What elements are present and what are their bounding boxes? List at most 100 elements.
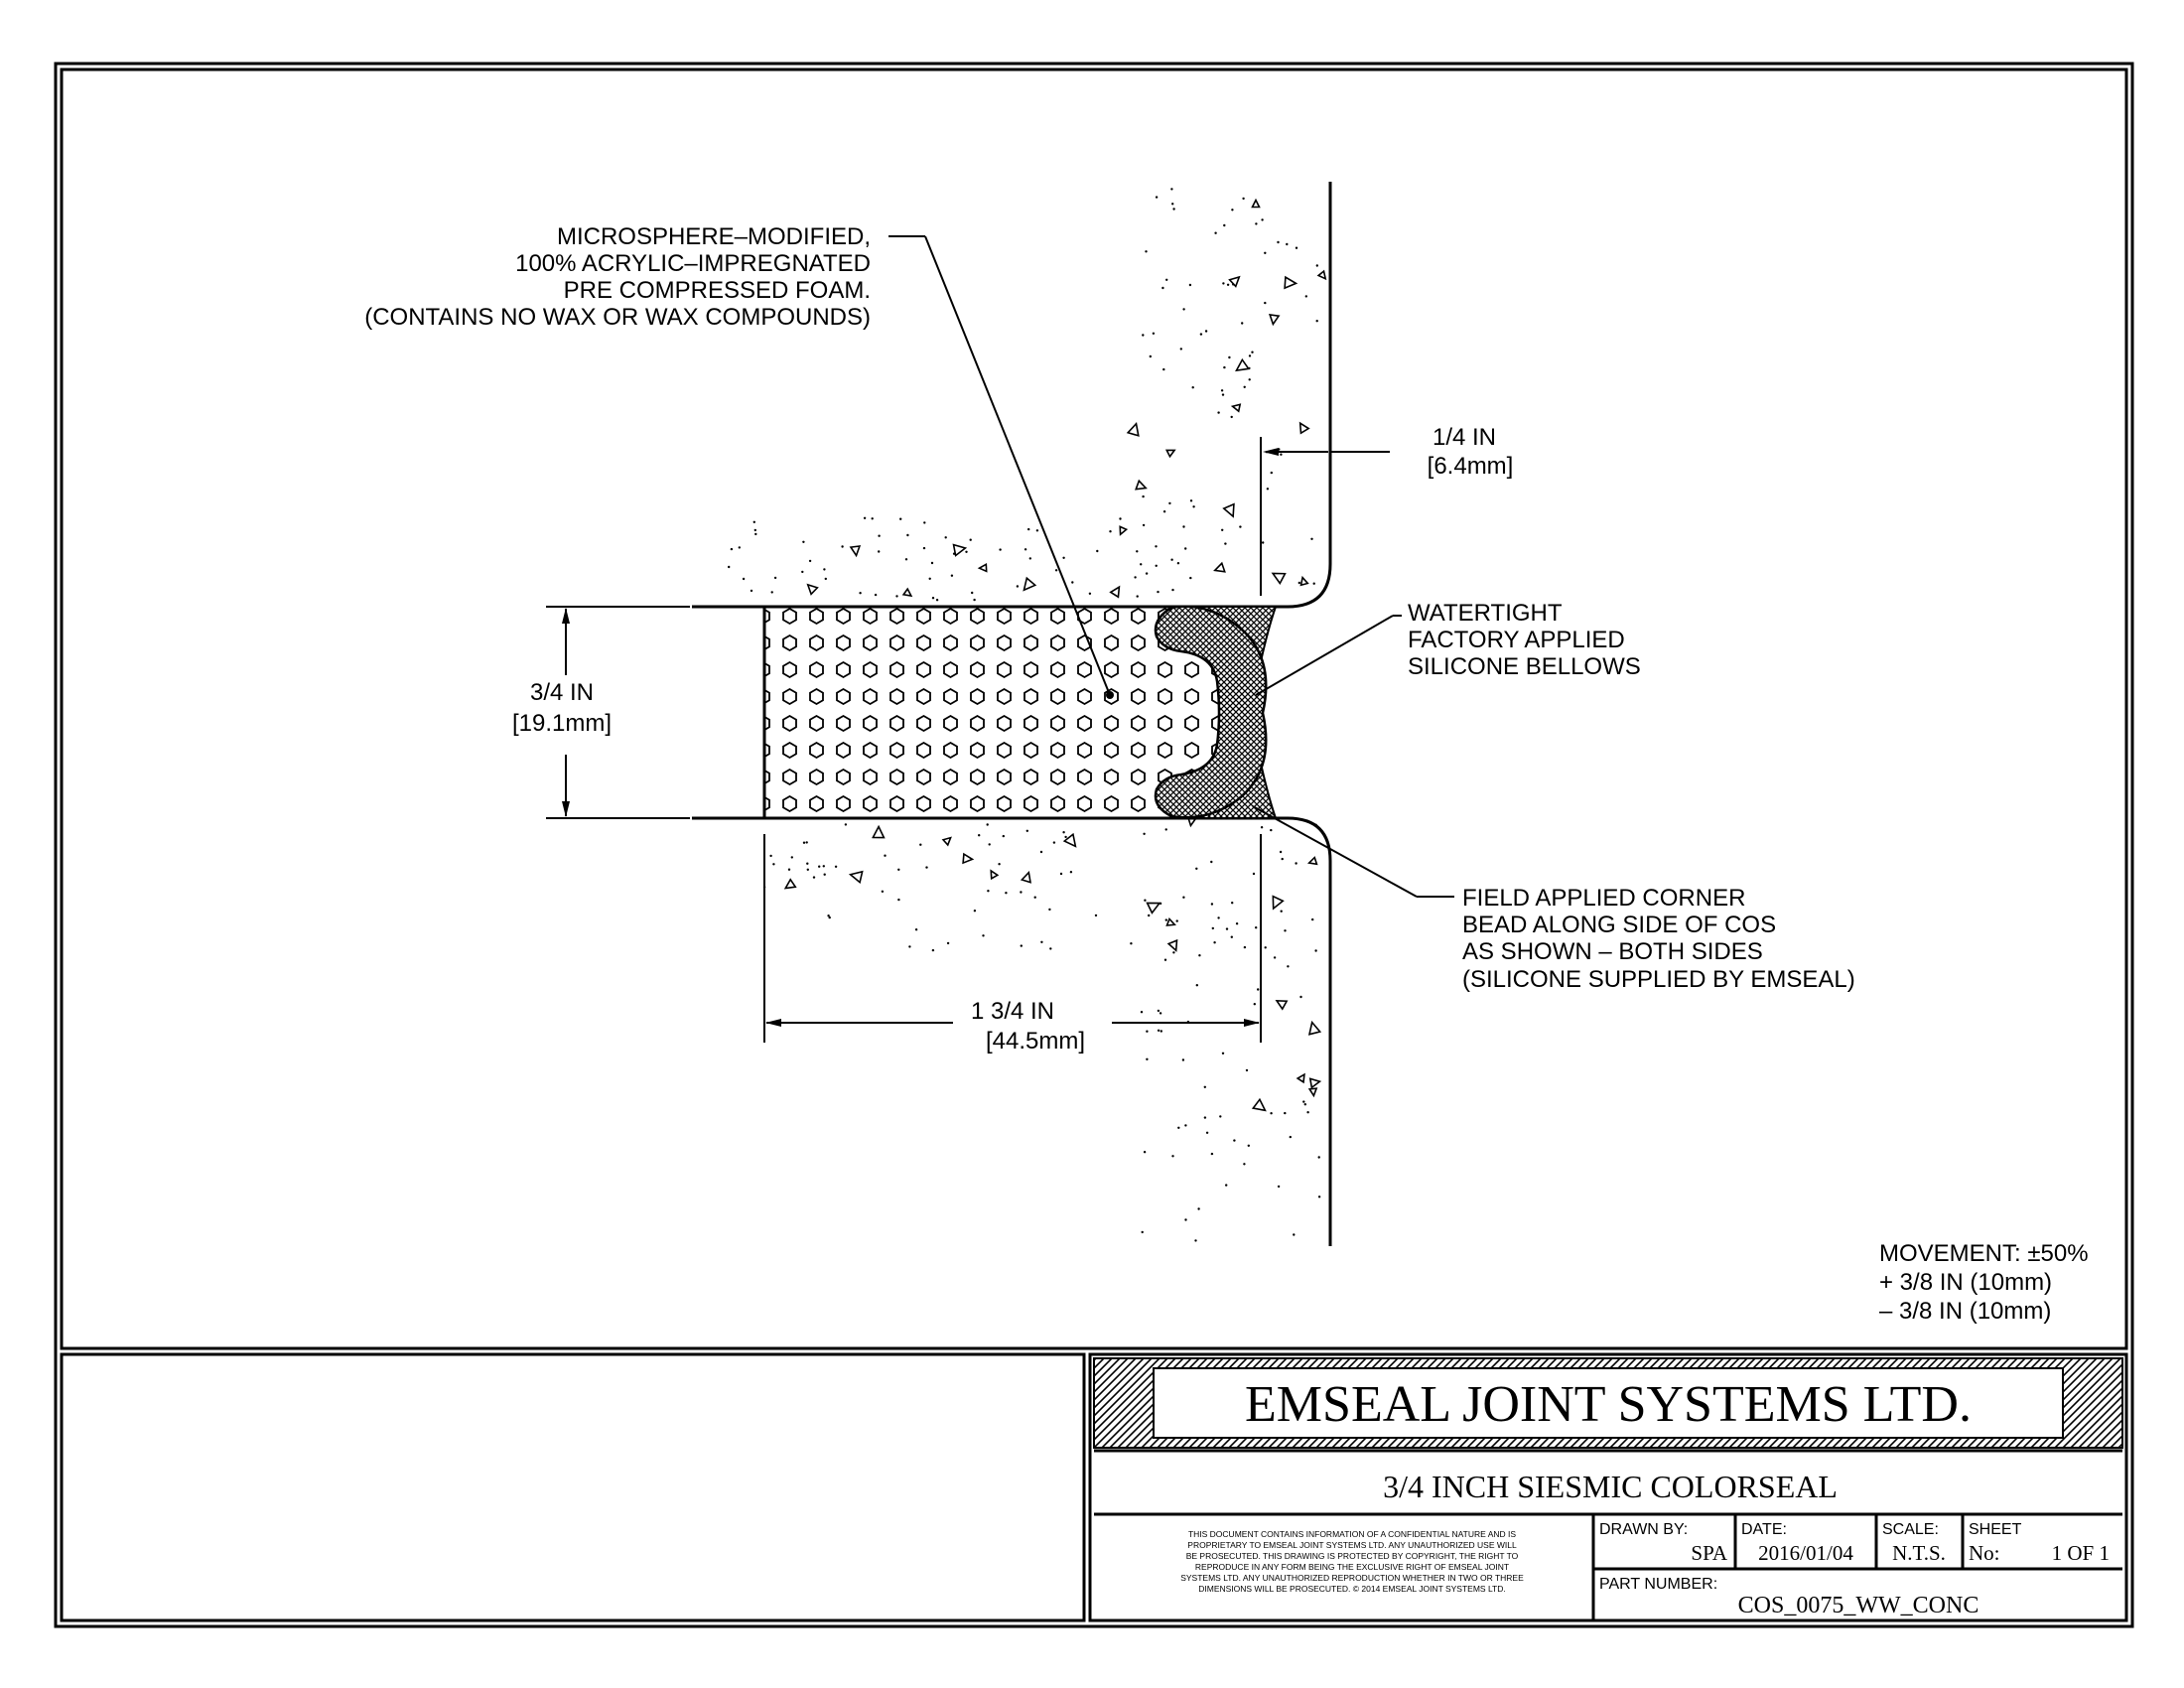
aggregate-speck <box>1231 209 1234 211</box>
aggregate-speck <box>1146 1057 1149 1061</box>
foam-callout: MICROSPHERE–MODIFIED, 100% ACRYLIC–IMPRE… <box>364 223 1114 699</box>
corner-bead-callout: FIELD APPLIED CORNER BEAD ALONG SIDE OF … <box>1252 805 1855 993</box>
aggregate-speck <box>1264 946 1267 949</box>
aggregate-speck <box>1221 393 1225 396</box>
aggregate-stone <box>1126 421 1140 437</box>
aggregate-speck <box>738 546 741 549</box>
aggregate-speck <box>1242 197 1245 201</box>
aggregate-speck <box>1175 919 1178 922</box>
aggregate-speck <box>808 559 812 563</box>
aggregate-speck <box>1170 188 1173 191</box>
aggregate-speck <box>871 517 874 520</box>
aggregate-speck <box>844 823 848 826</box>
aggregate-speck <box>1069 871 1073 874</box>
aggregate-speck <box>1317 1156 1320 1159</box>
aggregate-speck <box>1155 196 1159 199</box>
aggregate-speck <box>1172 951 1175 954</box>
aggregate-speck <box>1168 501 1171 505</box>
aggregate-stone <box>1146 902 1161 914</box>
aggregate-speck <box>1230 415 1233 419</box>
aggregate-stone <box>1307 1020 1322 1036</box>
aggregate-speck <box>1184 547 1187 550</box>
movement-line-3: – 3/8 IN (10mm) <box>1879 1298 2051 1325</box>
disclaimer-line: THIS DOCUMENT CONTAINS INFORMATION OF A … <box>1188 1529 1516 1539</box>
aggregate-speck <box>859 592 862 595</box>
aggregate-speck <box>1143 1151 1147 1154</box>
aggregate-speck <box>1005 892 1008 895</box>
aggregate-speck <box>1071 581 1074 584</box>
disclaimer-line: BE PROSECUTED. THIS DRAWING IS PROTECTED… <box>1186 1551 1519 1561</box>
upper-concrete-edge <box>692 182 1332 609</box>
height-dimension: 3/4 IN [19.1mm] <box>512 606 690 819</box>
lower-concrete-edge <box>692 816 1332 1246</box>
aggregate-speck <box>728 565 731 569</box>
aggregate-speck <box>1304 295 1308 298</box>
aggregate-speck <box>827 914 830 917</box>
scale-label: SCALE: <box>1882 1521 1939 1538</box>
aggregate-speck <box>1239 525 1242 528</box>
aggregate-speck <box>1064 835 1067 839</box>
aggregate-speck <box>1315 264 1319 267</box>
aggregate-speck <box>1247 1144 1251 1148</box>
title-block-left-panel <box>60 1352 1086 1622</box>
aggregate-stone <box>848 870 864 885</box>
aggregate-stone <box>1298 421 1310 435</box>
aggregate-speck <box>1182 525 1185 528</box>
aggregate-speck <box>908 945 911 948</box>
aggregate-speck <box>1266 488 1270 491</box>
height-dimension-metric: [19.1mm] <box>512 710 612 737</box>
aggregate-stone <box>941 836 952 847</box>
scale-value: N.T.S. <box>1892 1541 1946 1565</box>
aggregate-speck <box>1144 899 1147 902</box>
aggregate-speck <box>1233 1139 1236 1142</box>
aggregate-speck <box>1257 988 1260 991</box>
aggregate-stone <box>1272 895 1285 911</box>
aggregate-speck <box>1228 355 1231 359</box>
aggregate-stone <box>849 545 862 558</box>
aggregate-speck <box>982 934 985 937</box>
aggregate-speck <box>1182 308 1185 311</box>
aggregate-speck <box>753 528 756 532</box>
aggregate-speck <box>1243 1163 1246 1166</box>
drawn-by-label: DRAWN BY: <box>1599 1521 1688 1538</box>
aggregate-speck <box>1203 1085 1207 1089</box>
movement-line-2: + 3/8 IN (10mm) <box>1879 1269 2052 1296</box>
aggregate-speck <box>1270 828 1273 832</box>
aggregate-speck <box>1221 1052 1225 1055</box>
aggregate-speck <box>1314 949 1317 952</box>
height-dimension-text: 3/4 IN <box>530 679 594 706</box>
aggregate-speck <box>1136 550 1139 553</box>
aggregate-stone <box>1299 575 1309 587</box>
aggregate-speck <box>750 589 753 593</box>
aggregate-speck <box>1062 556 1065 559</box>
concrete-aggregate <box>728 188 1327 1242</box>
aggregate-speck <box>874 593 878 597</box>
aggregate-speck <box>1164 918 1168 921</box>
aggregate-speck <box>1171 203 1174 206</box>
aggregate-speck <box>1210 1152 1214 1156</box>
aggregate-speck <box>1230 935 1234 938</box>
aggregate-speck <box>1182 896 1185 899</box>
bellows-label-line-1: WATERTIGHT <box>1408 600 1563 627</box>
aggregate-stone <box>1251 198 1261 209</box>
aggregate-speck <box>1027 527 1030 531</box>
aggregate-speck <box>1295 246 1298 249</box>
aggregate-speck <box>930 561 934 565</box>
movement-note: MOVEMENT: ±50% + 3/8 IN (10mm) – 3/8 IN … <box>1879 1240 2089 1325</box>
aggregate-speck <box>1141 1230 1144 1234</box>
aggregate-speck <box>1020 891 1023 894</box>
aggregate-speck <box>1248 366 1251 370</box>
aggregate-speck <box>1255 222 1258 225</box>
aggregate-speck <box>1284 929 1287 932</box>
aggregate-speck <box>935 599 939 602</box>
aggregate-stone <box>1271 572 1287 585</box>
aggregate-speck <box>952 552 956 555</box>
aggregate-stone <box>962 852 975 865</box>
bellows-label-line-2: FACTORY APPLIED <box>1408 627 1625 653</box>
aggregate-speck <box>834 865 838 868</box>
drawn-by-value: SPA <box>1691 1541 1727 1565</box>
aggregate-speck <box>1260 826 1264 829</box>
aggregate-stone <box>1109 585 1121 599</box>
aggregate-speck <box>1162 510 1166 513</box>
